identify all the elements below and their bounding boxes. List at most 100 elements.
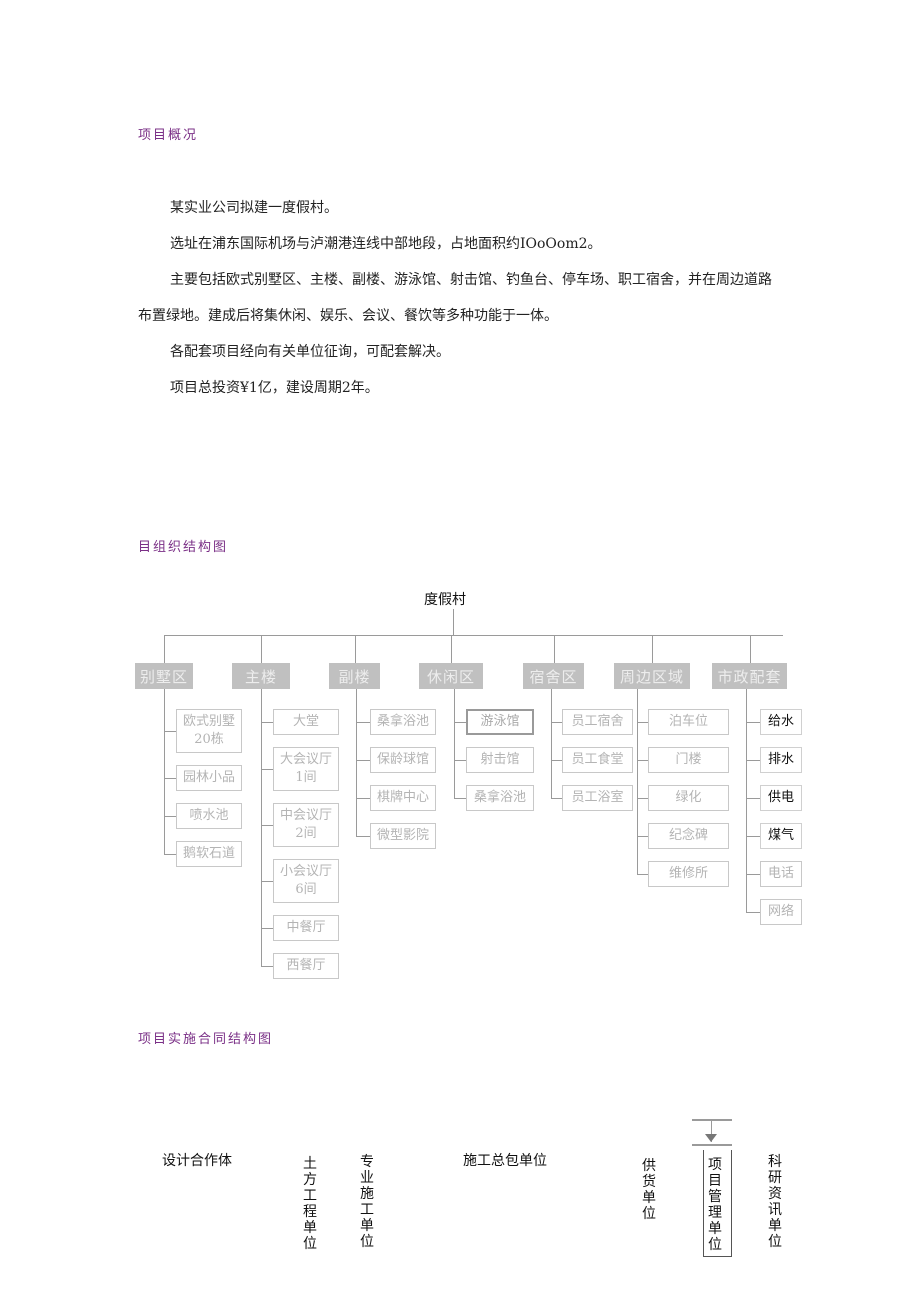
org-item: 微型影院 — [370, 823, 436, 849]
org-branch-line — [637, 836, 648, 837]
contract-general: 施工总包单位 — [463, 1153, 547, 1169]
org-item: 煤气 — [760, 823, 802, 849]
org-item: 电话 — [760, 861, 802, 887]
org-branch-line — [356, 722, 370, 723]
org-branch-line — [454, 722, 466, 723]
org-item: 维修所 — [648, 861, 729, 887]
contract-design: 设计合作体 — [162, 1153, 232, 1169]
contract-special: 专业施工单位 — [360, 1154, 374, 1250]
org-spine-line — [746, 689, 747, 912]
org-item: 小会议厅 6间 — [273, 859, 339, 903]
org-chart: 度假村 别墅区欧式别墅 20栋园林小品喷水池鹅软石道 主楼大堂大会议厅 1间中会议… — [0, 575, 920, 979]
org-branch-line — [261, 825, 273, 826]
org-branch-line — [746, 836, 760, 837]
org-branch-line — [746, 874, 760, 875]
org-drop-line — [164, 635, 165, 663]
org-item: 棋牌中心 — [370, 785, 436, 811]
org-branch-line — [454, 798, 466, 799]
overview-paragraph: 各配套项目经向有关单位征询，可配套解决。 — [170, 344, 450, 360]
org-branch-line — [356, 836, 370, 837]
org-category: 主楼 — [232, 663, 290, 689]
org-branch-line — [637, 722, 648, 723]
org-branch-line — [551, 798, 562, 799]
contract-top-line — [692, 1119, 732, 1121]
org-item: 园林小品 — [176, 765, 242, 791]
contract-pm-frame — [703, 1150, 732, 1257]
org-drop-line — [451, 635, 452, 663]
org-item: 排水 — [760, 747, 802, 773]
org-item: 绿化 — [648, 785, 729, 811]
org-item: 供电 — [760, 785, 802, 811]
org-item: 桑拿浴池 — [466, 785, 534, 811]
org-spine-line — [454, 689, 455, 798]
org-item: 保龄球馆 — [370, 747, 436, 773]
overview-text: 某实业公司拟建一度假村。 选址在浦东国际机场与泸潮港连线中部地段，占地面积约IO… — [138, 190, 778, 406]
org-branch-line — [261, 928, 273, 929]
org-drop-line — [553, 635, 555, 663]
org-branch-line — [551, 760, 562, 761]
org-branch-line — [164, 854, 176, 855]
contract-earthwork: 土方工程单位 — [303, 1156, 317, 1252]
org-category: 休闲区 — [419, 663, 483, 689]
org-drop-line — [354, 635, 356, 663]
org-item: 员工宿舍 — [562, 709, 633, 735]
org-drop-line — [749, 635, 751, 663]
org-item: 大会议厅 1间 — [273, 747, 339, 791]
org-root-connector — [453, 609, 454, 635]
org-item: 门楼 — [648, 747, 729, 773]
org-branch-line — [551, 722, 562, 723]
org-category: 别墅区 — [135, 663, 193, 689]
org-branch-line — [164, 731, 176, 732]
org-item: 网络 — [760, 899, 802, 925]
contract-arrow-shaft — [711, 1120, 712, 1142]
org-branch-line — [164, 778, 176, 779]
org-item: 射击馆 — [466, 747, 534, 773]
org-item: 西餐厅 — [273, 953, 339, 979]
contract-supply: 供货单位 — [642, 1158, 656, 1222]
org-item: 桑拿浴池 — [370, 709, 436, 735]
org-item: 大堂 — [273, 709, 339, 735]
org-branch-line — [356, 798, 370, 799]
org-branch-line — [746, 798, 760, 799]
overview-paragraph: 项目总投资¥1亿，建设周期2年。 — [170, 380, 379, 396]
org-branch-line — [637, 798, 648, 799]
contract-pm: 项目管理单位 — [708, 1157, 722, 1253]
org-item: 中餐厅 — [273, 915, 339, 941]
org-item: 员工浴室 — [562, 785, 633, 811]
org-item: 欧式别墅 20栋 — [176, 709, 242, 753]
org-category: 市政配套 — [712, 663, 787, 689]
org-branch-line — [356, 760, 370, 761]
overview-paragraph: 选址在浦东国际机场与泸潮港连线中部地段，占地面积约IOoOom2。 — [170, 236, 602, 252]
org-item: 中会议厅 2间 — [273, 803, 339, 847]
org-branch-line — [637, 760, 648, 761]
org-item: 鹅软石道 — [176, 841, 242, 867]
org-root: 度假村 — [424, 592, 466, 608]
org-item: 游泳馆 — [466, 709, 534, 735]
section-title-org: 目组织结构图 — [138, 540, 229, 555]
org-branch-line — [261, 722, 273, 723]
org-branch-line — [746, 912, 760, 913]
org-branch-line — [637, 874, 648, 875]
overview-paragraph: 某实业公司拟建一度假村。 — [170, 200, 338, 216]
org-item: 纪念碑 — [648, 823, 729, 849]
org-branch-line — [746, 722, 760, 723]
org-branch-line — [746, 760, 760, 761]
org-branch-line — [261, 966, 273, 967]
org-spine-line — [356, 689, 357, 836]
org-drop-line — [261, 635, 262, 663]
org-item: 给水 — [760, 709, 802, 735]
org-category: 副楼 — [329, 663, 380, 689]
org-spine-line — [261, 689, 262, 966]
org-item: 喷水池 — [176, 803, 242, 829]
contract-line — [692, 1144, 732, 1146]
contract-research: 科研资讯单位 — [768, 1154, 782, 1250]
org-branch-line — [164, 816, 176, 817]
org-spine-line — [637, 689, 638, 874]
org-bus-line — [164, 635, 783, 636]
org-spine-line — [551, 689, 552, 798]
org-branch-line — [261, 881, 273, 882]
org-item: 泊车位 — [648, 709, 729, 735]
org-category: 周边区域 — [614, 663, 690, 689]
org-item: 员工食堂 — [562, 747, 633, 773]
org-branch-line — [454, 760, 466, 761]
